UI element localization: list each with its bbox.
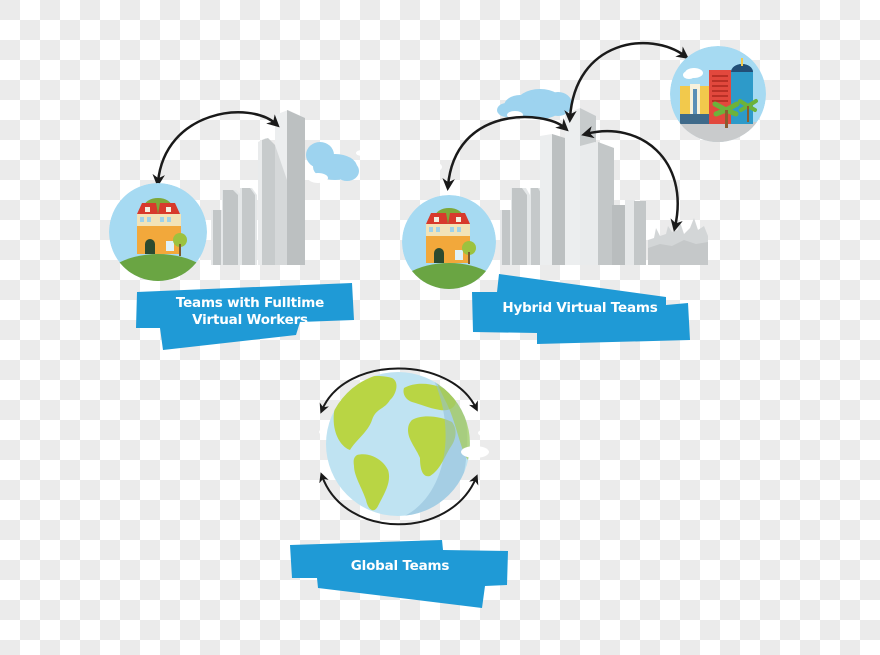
- cloud-icon: [306, 142, 368, 183]
- label-hybrid: Hybrid Virtual Teams: [502, 300, 658, 316]
- label-fulltime-line1: Teams with Fulltime: [175, 295, 325, 311]
- arrow-house-to-office: [152, 111, 280, 187]
- arrow-office-to-city: [564, 41, 690, 123]
- banner-fulltime: [136, 283, 354, 350]
- arrow-office-to-skyline: [581, 126, 683, 232]
- office-towers-icon: [500, 108, 646, 265]
- globe-icon: [319, 372, 498, 516]
- label-global: Global Teams: [350, 558, 450, 574]
- label-fulltime-line2: Virtual Workers: [192, 312, 308, 328]
- banner-global: [290, 540, 508, 608]
- banner-hybrid: [472, 274, 690, 344]
- label-fulltime: Teams with Fulltime Virtual Workers: [145, 295, 355, 329]
- skyline-icon: [648, 218, 708, 265]
- city-icon: [670, 46, 766, 142]
- office-towers-icon: [211, 110, 305, 265]
- arrow-office-to-house: [442, 115, 569, 191]
- arrow-globe-top: [319, 367, 478, 414]
- arrow-globe-bottom: [319, 472, 479, 526]
